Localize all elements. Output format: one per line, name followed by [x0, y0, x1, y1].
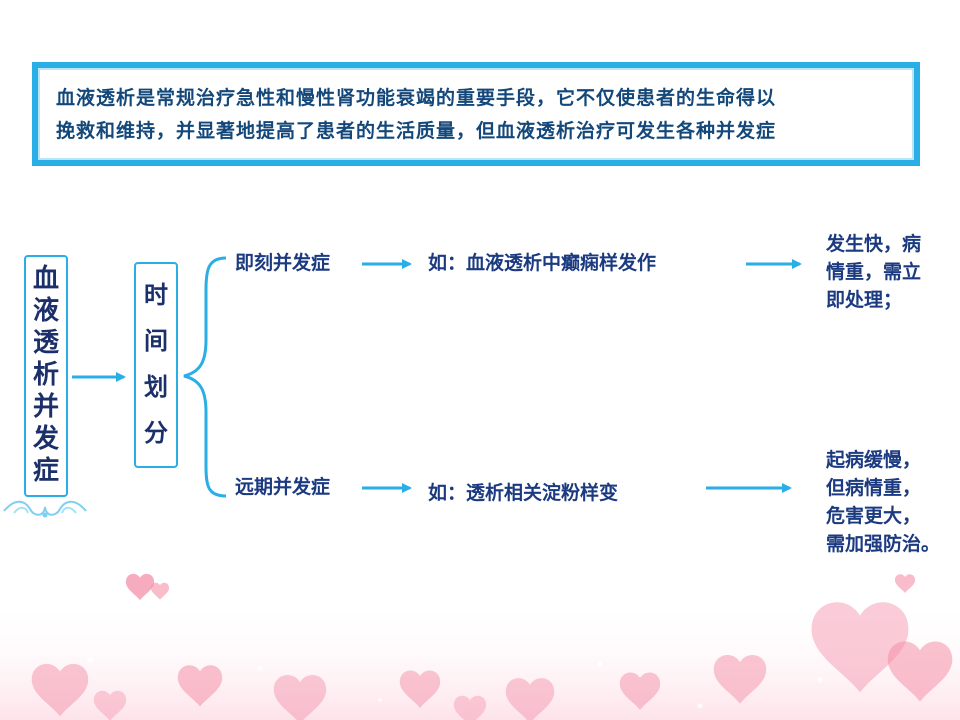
result-line: 危害更大，	[826, 505, 922, 527]
intro-line-1: 血液透析是常规治疗急性和慢性肾功能衰竭的重要手段，它不仅使患者的生命得以	[56, 87, 777, 109]
result-line: 情重，需立	[826, 261, 922, 283]
swirl-ornament-icon	[3, 500, 87, 518]
intro-text: 血液透析是常规治疗急性和慢性肾功能衰竭的重要手段，它不仅使患者的生命得以 挽救和…	[56, 82, 904, 148]
curly-brace	[183, 256, 227, 498]
result-line: 发生快，病	[826, 233, 922, 255]
sub-topic-box: 时间划分	[134, 262, 178, 468]
branch-2-example: 如：透析相关淀粉样变	[428, 482, 619, 504]
result-line: 但病情重，	[826, 477, 922, 499]
main-topic-text: 血液透析并发症	[33, 264, 60, 486]
branch-2-result: 起病缓慢， 但病情重， 危害更大， 需加强防治。	[826, 446, 940, 558]
branch-1-result: 发生快，病 情重，需立 即处理；	[826, 230, 921, 314]
sub-topic-text: 时间划分	[144, 281, 168, 447]
result-line: 即处理；	[826, 289, 903, 311]
hearts-decoration-icon	[0, 573, 960, 720]
intro-box: 血液透析是常规治疗急性和慢性肾功能衰竭的重要手段，它不仅使患者的生命得以 挽救和…	[32, 62, 920, 166]
intro-line-2: 挽救和维持，并显著地提高了患者的生活质量，但血液透析治疗可发生各种并发症	[56, 120, 777, 142]
result-line: 需加强防治。	[826, 533, 941, 555]
branch-2-category: 远期并发症	[235, 476, 331, 498]
branch-1-example: 如：血液透析中癫痫样发作	[428, 252, 657, 274]
branch-1-category: 即刻并发症	[235, 252, 331, 274]
result-line: 起病缓慢，	[826, 449, 922, 471]
main-topic-box: 血液透析并发症	[24, 255, 68, 497]
